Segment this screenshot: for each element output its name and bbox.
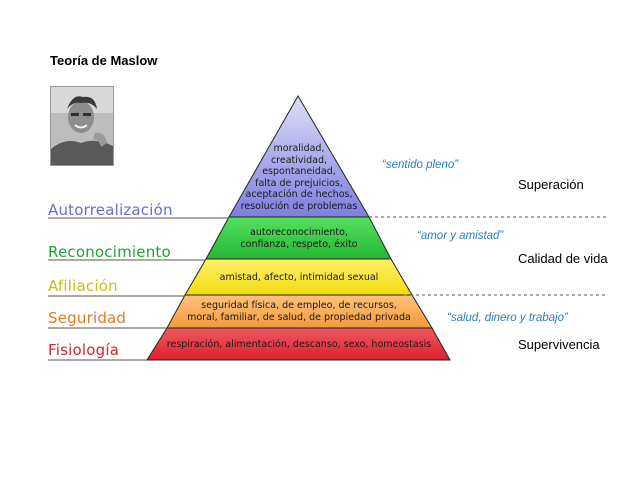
tier-text-line: seguridad física, de empleo, de recursos… <box>201 300 397 311</box>
zone-supervivencia: Supervivencia <box>518 337 600 352</box>
tier-text-line: respiración, alimentación, descanso, sex… <box>166 339 432 350</box>
tier-text-fisiologia: respiración, alimentación, descanso, sex… <box>150 339 448 351</box>
zone-calidad-de-vida: Calidad de vida <box>518 251 608 266</box>
level-label-autorrealizacion: Autorrealización <box>48 201 173 219</box>
level-label-afiliacion: Afiliación <box>48 277 118 295</box>
tier-text-reconocimiento: autoreconocimiento, confianza, respeto, … <box>206 227 392 250</box>
quote-sentido-pleno: “sentido pleno” <box>382 159 459 171</box>
quote-amor-amistad: “amor y amistad” <box>417 230 504 242</box>
tier-text-line: falta de prejuicios, <box>255 177 343 189</box>
tier-text-line: aceptación de hechos, <box>245 189 353 200</box>
tier-text-line: confianza, respeto, éxito <box>240 238 358 250</box>
tier-text-line: creatividad, <box>270 154 328 166</box>
level-label-fisiologia: Fisiología <box>48 341 120 359</box>
zone-superacion: Superación <box>518 177 584 192</box>
level-label-reconocimiento: Reconocimiento <box>48 243 171 261</box>
tier-text-line: moral, familiar, de salud, de propiedad … <box>187 311 411 323</box>
quote-salud-dinero-trabajo: “salud, dinero y trabajo” <box>447 312 568 324</box>
page-title: Teoría de Maslow <box>50 53 158 68</box>
tier-text-line: amistad, afecto, intimidad sexual <box>219 272 379 283</box>
tier-text-seguridad: seguridad física, de empleo, de recursos… <box>170 300 428 323</box>
tier-text-afiliacion: amistad, afecto, intimidad sexual <box>186 272 412 284</box>
tier-text-line: espontaneidad, <box>262 166 336 177</box>
tier-text-line: autoreconocimiento, <box>250 227 348 238</box>
tier-text-line: resolución de problemas <box>240 200 358 212</box>
tier-text-autorrealizacion: moralidad, creatividad, espontaneidad, f… <box>228 143 370 212</box>
tier-fisiologia <box>146 327 451 361</box>
portrait-photo <box>50 86 114 166</box>
tier-text-line: moralidad, <box>273 143 325 154</box>
level-label-seguridad: Seguridad <box>48 309 127 327</box>
